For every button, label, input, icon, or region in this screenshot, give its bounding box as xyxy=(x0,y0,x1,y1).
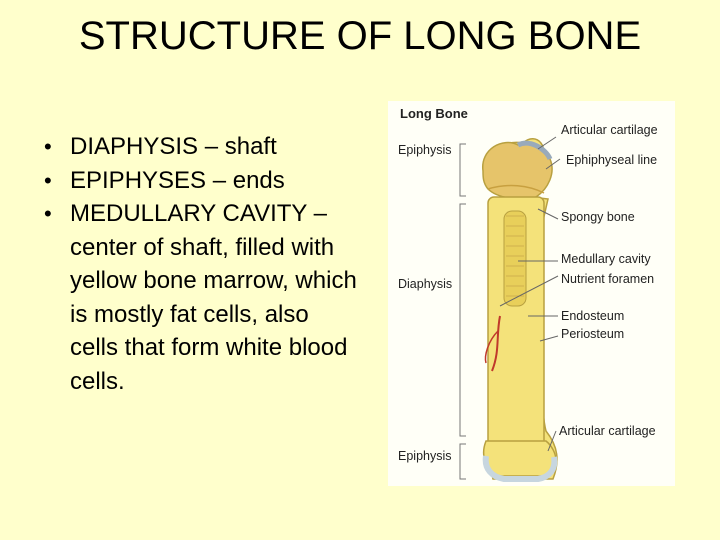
nutrient-vessel xyxy=(491,315,501,372)
label-articular-cartilage-top: Articular cartilage xyxy=(561,123,658,137)
label-endosteum: Endosteum xyxy=(561,309,625,323)
proximal-epiphysis xyxy=(482,141,553,200)
bullet-dot: • xyxy=(44,167,52,193)
bullet-item: • EPIPHYSES – ends xyxy=(40,164,360,198)
label-nutrient-foramen: Nutrient foramen xyxy=(561,272,655,286)
articular-cartilage-bottom xyxy=(482,455,558,482)
long-bone-figure: Long Bone Epiphysis Diaphysis Epiphysis … xyxy=(388,101,675,486)
pointer-lines xyxy=(499,136,561,452)
medullary-cavity xyxy=(503,210,527,307)
bullet-list: • DIAPHYSIS – shaft • EPIPHYSES – ends •… xyxy=(40,130,360,398)
bullet-dot: • xyxy=(44,134,52,159)
bullet-dot: • xyxy=(44,201,52,226)
label-epiphyseal-line: Ephiphyseal line xyxy=(566,153,658,167)
bullet-item: • MEDULLARY CAVITY – center of shaft, fi… xyxy=(40,197,360,398)
label-epiphysis-top: Epiphysis xyxy=(398,143,452,157)
long-bone-illustration xyxy=(459,136,561,482)
bullet-item: • DIAPHYSIS – shaft xyxy=(40,130,360,164)
figure-title: Long Bone xyxy=(400,106,468,121)
label-epiphysis-bottom: Epiphysis xyxy=(398,449,452,463)
epiphyseal-line xyxy=(487,184,545,194)
label-spongy-bone: Spongy bone xyxy=(561,210,635,224)
label-diaphysis: Diaphysis xyxy=(398,277,453,291)
spongy-texture xyxy=(506,215,524,297)
bullet-text: DIAPHYSIS – shaft xyxy=(70,133,277,160)
label-articular-cartilage-bottom: Articular cartilage xyxy=(559,424,656,438)
articular-cartilage-top xyxy=(516,140,553,161)
slide-title: STRUCTURE OF LONG BONE xyxy=(78,14,642,58)
label-periosteum: Periosteum xyxy=(561,327,625,341)
left-brackets xyxy=(459,143,466,480)
bullet-text: EPIPHYSES – ends xyxy=(70,166,285,194)
bullet-text: MEDULLARY CAVITY – center of shaft, fill… xyxy=(70,200,357,395)
nutrient-vessel-branch xyxy=(484,330,499,364)
label-medullary-cavity: Medullary cavity xyxy=(561,252,651,266)
distal-epiphysis xyxy=(482,440,557,477)
